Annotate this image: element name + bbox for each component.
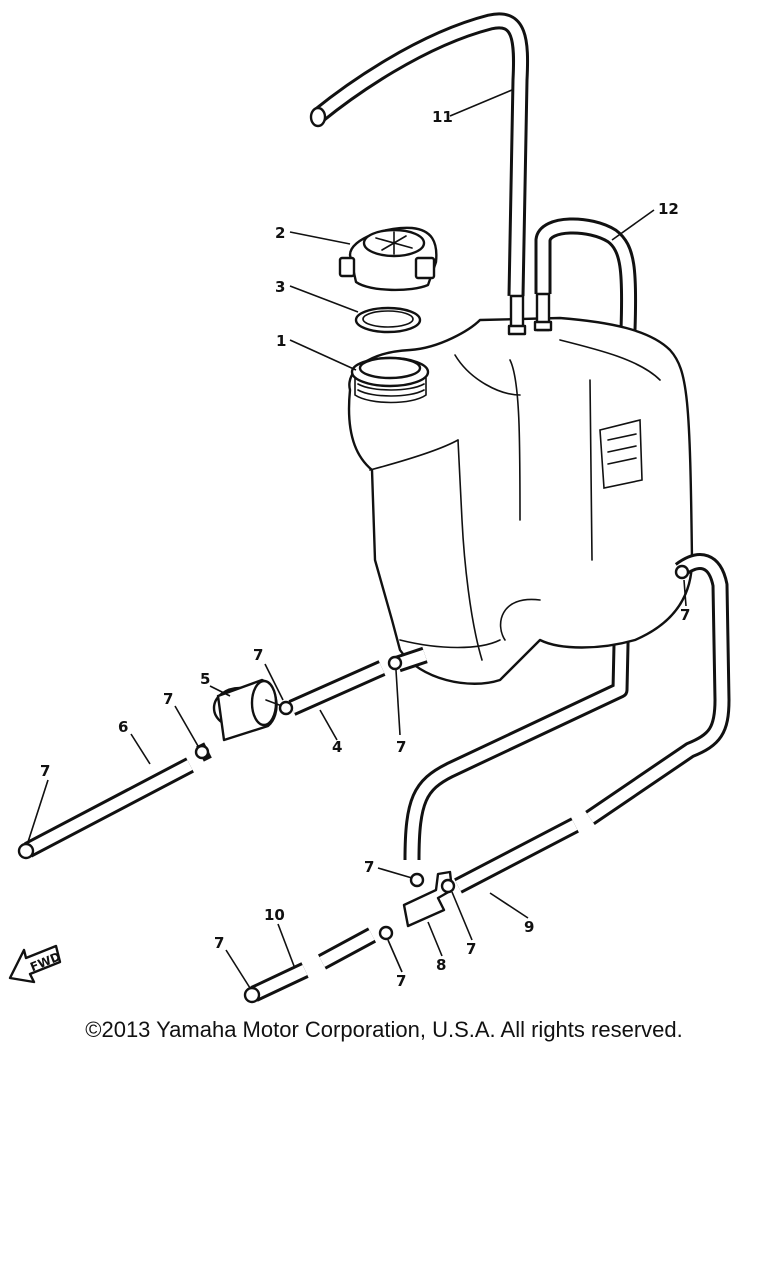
callout-3: 3 <box>275 278 285 296</box>
leader-lines <box>27 89 687 989</box>
fuel-tank <box>347 292 694 685</box>
hose-12 <box>403 217 638 861</box>
copyright-notice: ©2013 Yamaha Motor Corporation, U.S.A. A… <box>85 1017 683 1042</box>
hose-10 <box>250 927 377 1002</box>
callout-7-tee-left: 7 <box>396 972 406 990</box>
callout-7-hose-end: 7 <box>40 762 50 780</box>
hose-6 <box>24 742 212 858</box>
callout-12: 12 <box>658 200 679 218</box>
callout-7-filter-out: 7 <box>253 646 263 664</box>
callout-1: 1 <box>276 332 286 350</box>
callout-8: 8 <box>436 956 446 974</box>
fuel-tank-parts-diagram: FWD 11 12 2 3 1 7 5 7 6 7 4 7 <box>8 12 731 1004</box>
callout-7-tee-top: 7 <box>364 858 374 876</box>
callout-4: 4 <box>332 738 342 756</box>
filler-neck <box>350 356 430 404</box>
callout-10: 10 <box>264 906 285 924</box>
hose-11 <box>309 12 530 297</box>
callout-5: 5 <box>200 670 210 688</box>
callout-2: 2 <box>275 224 285 242</box>
callout-11: 11 <box>432 108 453 126</box>
gasket-ring <box>354 306 422 334</box>
fuel-cap <box>338 226 438 292</box>
callout-labels: 11 12 2 3 1 7 5 7 6 7 4 7 7 7 7 9 8 7 10… <box>40 108 690 990</box>
fwd-arrow: FWD <box>8 944 62 984</box>
callout-7-bottom: 7 <box>214 934 224 952</box>
hose-4 <box>288 646 428 716</box>
hose-clamps <box>17 564 690 1004</box>
fuel-filter <box>212 678 283 742</box>
hose-9 <box>454 553 731 894</box>
callout-7-tank-right: 7 <box>680 606 690 624</box>
callout-7-tank-outlet: 7 <box>396 738 406 756</box>
callout-7-filter-in: 7 <box>163 690 173 708</box>
callout-7-tee-right: 7 <box>466 940 476 958</box>
callout-9: 9 <box>524 918 534 936</box>
callout-6: 6 <box>118 718 128 736</box>
